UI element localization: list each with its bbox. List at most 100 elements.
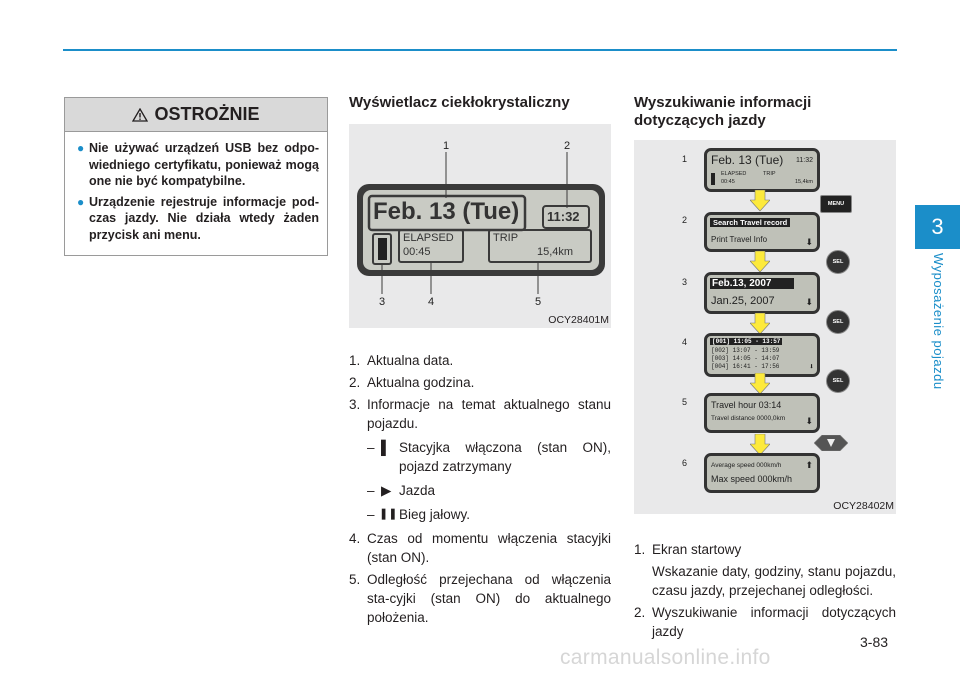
- screen-line: Travel distance 0000,0km: [711, 415, 786, 422]
- list-item: 2. Wyszukiwanie informacji dotyczących ja…: [634, 603, 896, 641]
- arrow-down-icon: [750, 313, 770, 335]
- row-number: 5: [682, 397, 688, 407]
- list-number: 4.: [349, 531, 361, 546]
- status-text: Stacyjka włączona (stan ON), pojazd zatr…: [399, 440, 611, 474]
- lcd-time: 11:32: [547, 209, 580, 224]
- figure-code: OCY28401M: [548, 314, 609, 326]
- dash: –: [367, 507, 375, 522]
- screen-elapsed-value: 00:45: [721, 179, 735, 185]
- watermark: carmanualsonline.info: [560, 646, 771, 669]
- arrow-down-icon: [750, 434, 770, 456]
- row-number: 1: [682, 154, 688, 164]
- list-title: Ekran startowy: [652, 542, 742, 557]
- screen-line: Average speed 000km/h: [711, 462, 782, 469]
- list-number: 2.: [349, 375, 361, 390]
- dash: –: [367, 440, 375, 455]
- screen-line-selected: Feb.13, 2007: [710, 278, 794, 289]
- pause-icon: ❚❚: [379, 508, 398, 520]
- ignition-icon: ▌: [381, 440, 391, 455]
- list-number: 3.: [349, 397, 361, 412]
- list-title: Wyszukiwanie informacji dotyczących jazd…: [652, 605, 896, 639]
- list-text: Czas od momentu włączenia stacyjki (stan…: [367, 531, 611, 565]
- list-item: 2.Aktualna godzina.: [349, 373, 611, 392]
- screen-dates: Feb.13, 2007 Jan.25, 2007 ⬇: [704, 272, 820, 314]
- list-item: 3. Informacje na temat aktualnego stanu p…: [349, 395, 611, 433]
- status-text: Bieg jałowy.: [399, 507, 471, 522]
- lcd-elapsed-value: 00:45: [403, 246, 431, 258]
- row-number: 4: [682, 337, 688, 347]
- callout-5: 5: [535, 296, 542, 308]
- screen-elapsed-label: ELAPSED: [721, 171, 747, 177]
- screen-speed: Average speed 000km/h Max speed 000km/h …: [704, 453, 820, 493]
- sel-button: SEL: [826, 310, 850, 334]
- bullet-icon: ●: [77, 141, 85, 155]
- list-item: 1. Ekran startowy: [634, 540, 896, 559]
- row-number: 6: [682, 458, 688, 468]
- top-rule: [63, 49, 897, 51]
- chapter-number: 3: [931, 214, 944, 239]
- callout-1: 1: [443, 140, 450, 152]
- menu-button: MENU: [820, 195, 852, 213]
- screen-start: Feb. 13 (Tue) 11:32 ELAPSED 00:45 TRIP 1…: [704, 148, 820, 192]
- search-list: 1.Ekran startowy Wskazanie daty, godziny…: [634, 540, 896, 641]
- list-number: 1.: [634, 542, 646, 557]
- screen-date: Feb. 13 (Tue): [711, 153, 784, 167]
- screen-trip-value: 15,4km: [794, 179, 813, 185]
- list-text: Aktualna data.: [367, 353, 454, 368]
- search-figure: 1 2 3 4 5 6 Feb. 13 (Tue) 11:32 ELAPSED …: [634, 140, 896, 514]
- callout-2: 2: [564, 140, 571, 152]
- screen-line: Jan.25, 2007: [711, 295, 775, 307]
- record: [004] 16:41 - 17:56: [711, 363, 780, 370]
- list-item: 1.Aktualna data.: [349, 351, 611, 370]
- status-text: Jazda: [399, 483, 436, 498]
- lcd-trip-value: 15,4km: [537, 246, 574, 258]
- callout-3: 3: [379, 296, 386, 308]
- list-number: 2.: [634, 605, 646, 620]
- caution-header: OSTROŻNIE: [65, 98, 327, 132]
- ignition-icon: [711, 173, 715, 185]
- lcd-trip-label: TRIP: [493, 232, 519, 244]
- status-item: –❚❚Bieg jałowy.: [349, 505, 611, 524]
- list-text: Informacje na temat aktualnego stanu poj…: [367, 397, 611, 431]
- play-icon: ▶: [381, 483, 392, 498]
- lcd-elapsed-label: ELAPSED: [403, 232, 454, 244]
- lcd-figure: Feb. 13 (Tue) 11:32 ELAPSED 00:45 TRIP 1…: [349, 124, 611, 328]
- bullet-icon: ●: [77, 194, 85, 209]
- sel-button: SEL: [826, 369, 850, 393]
- lcd-date: Feb. 13 (Tue): [373, 198, 520, 225]
- arrow-down-icon: [750, 373, 770, 395]
- screen-time: 11:32: [796, 157, 813, 164]
- lcd-list: 1.Aktualna data. 2.Aktualna godzina. 3. I…: [349, 351, 611, 627]
- scroll-down-icon: ⬇: [809, 363, 814, 372]
- page-number: 3-83: [860, 634, 889, 650]
- status-item: –▶Jazda: [349, 481, 611, 500]
- figure-code: OCY28402M: [833, 500, 894, 512]
- list-number: 5.: [349, 572, 361, 587]
- scroll-down-icon: ⬇: [805, 237, 813, 247]
- scroll-down-icon: ⬇: [805, 416, 813, 426]
- screen-records: [001] 11:05 - 13:57 [002] 13:07 - 13:59 …: [704, 333, 820, 377]
- record: [002] 13:07 - 13:59: [711, 347, 780, 354]
- row-number: 2: [682, 215, 688, 225]
- lcd-illustration: [357, 152, 605, 294]
- screen-search: Search Travel record Print Travel Info ⬇: [704, 212, 820, 252]
- screen-line: Print Travel Info: [711, 235, 768, 244]
- caution-text: Nie używać urządzeń USB bez odpo-wiednie…: [89, 141, 319, 188]
- screen-trip-label: TRIP: [763, 171, 776, 177]
- list-item: 5. Odległość przejechana od włączenia sta…: [349, 570, 611, 627]
- list-text: Odległość przejechana od włączenia sta-c…: [367, 572, 611, 625]
- arrow-down-icon: [750, 190, 770, 212]
- chapter-tab: 3: [915, 205, 960, 249]
- warning-triangle-icon: [132, 107, 149, 122]
- caution-item: ● Nie używać urządzeń USB bez odpo-wiedni…: [77, 140, 319, 190]
- callout-4: 4: [428, 296, 435, 308]
- list-item: 4. Czas od momentu włączenia stacyjki (st…: [349, 529, 611, 567]
- row-number: 3: [682, 277, 688, 287]
- record-selected: [001] 11:05 - 13:57: [710, 338, 783, 345]
- caution-title: OSTROŻNIE: [154, 104, 260, 124]
- scroll-down-icon: ⬇: [805, 297, 813, 307]
- search-heading: Wyszukiwanie informacji dotyczących jazd…: [634, 94, 812, 129]
- arrow-down-icon: [750, 251, 770, 273]
- status-item: –▌ Stacyjka włączona (stan ON), pojazd za…: [349, 438, 611, 476]
- up-down-button-icon: [814, 435, 848, 451]
